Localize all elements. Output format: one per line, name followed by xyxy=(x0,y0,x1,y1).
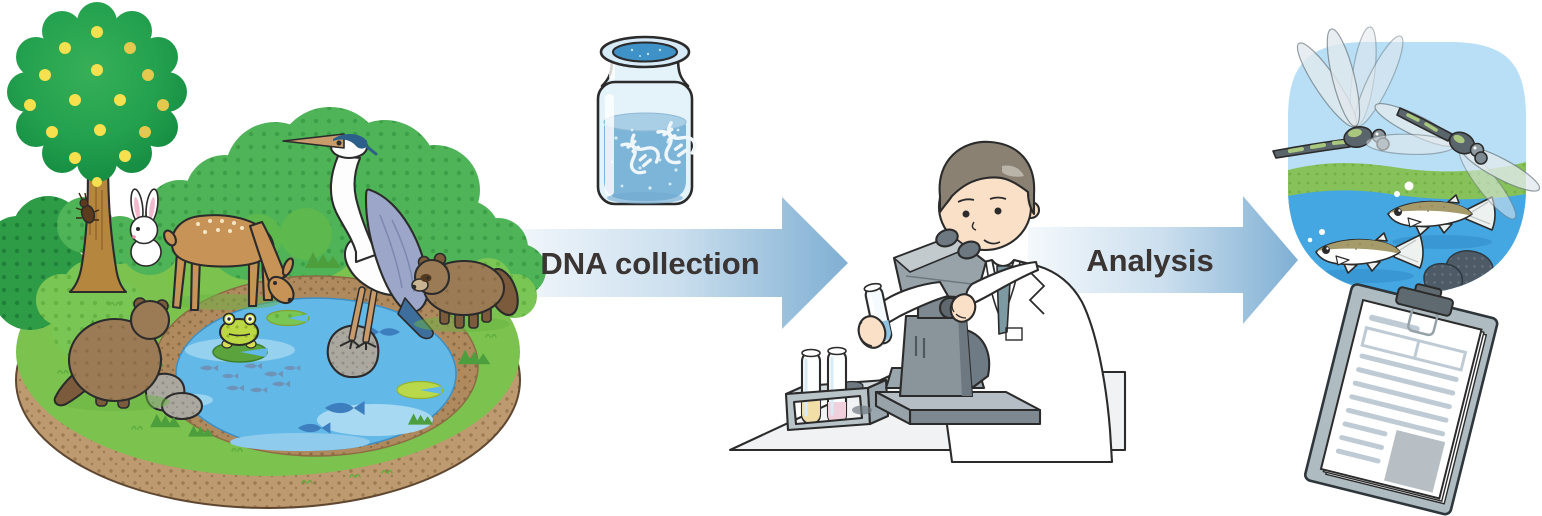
test-tube-rack xyxy=(784,346,890,432)
pond-ecosystem-scene xyxy=(0,2,546,509)
arrow-right-icon xyxy=(1028,196,1298,324)
report-text-lines xyxy=(1335,314,1468,464)
eyepiece xyxy=(957,240,981,260)
fruit-tree xyxy=(7,2,187,294)
dragonfly xyxy=(1272,26,1404,159)
tree-trunk xyxy=(68,153,128,294)
tree-canopy xyxy=(7,2,187,182)
researcher-left-arm xyxy=(857,280,950,349)
arrow-analysis-label: Analysis xyxy=(1086,243,1214,278)
eyepiece xyxy=(935,228,959,248)
heron-beak xyxy=(282,133,345,149)
medaka-fish xyxy=(1307,229,1424,274)
arrow-dna-collection xyxy=(505,197,848,329)
sika-deer xyxy=(163,214,295,312)
rabbit xyxy=(129,188,162,267)
researcher-right-arm xyxy=(949,260,1040,323)
dna-analysis-lab xyxy=(728,140,1127,464)
hair xyxy=(938,140,1036,216)
arrow-right-icon xyxy=(505,197,848,329)
test-tube-pink xyxy=(826,346,848,426)
survey-report-clipboard xyxy=(1303,283,1499,516)
arrow-dna-collection-label: DNA collection xyxy=(540,246,759,281)
report-image-placeholder xyxy=(1384,430,1446,493)
test-tube-yellow xyxy=(800,348,822,426)
deer-spots xyxy=(196,219,244,234)
frog-body xyxy=(218,317,260,347)
frog-on-lily-pad xyxy=(212,312,268,363)
identified-species-panel xyxy=(1272,26,1541,294)
medaka-fish xyxy=(1387,181,1496,236)
heron-crown xyxy=(333,133,368,149)
dragonfly xyxy=(1365,103,1541,220)
arrow-analysis xyxy=(1028,196,1298,324)
raccoon-dog-back xyxy=(53,297,171,411)
raccoon-dog-side xyxy=(411,252,519,332)
clipboard-clip xyxy=(1395,286,1454,317)
stag-beetle xyxy=(75,192,100,224)
tree-fruits xyxy=(24,26,169,187)
grey-heron xyxy=(282,133,434,379)
edna-sample-jar xyxy=(596,35,701,206)
lily-pads xyxy=(266,309,444,400)
